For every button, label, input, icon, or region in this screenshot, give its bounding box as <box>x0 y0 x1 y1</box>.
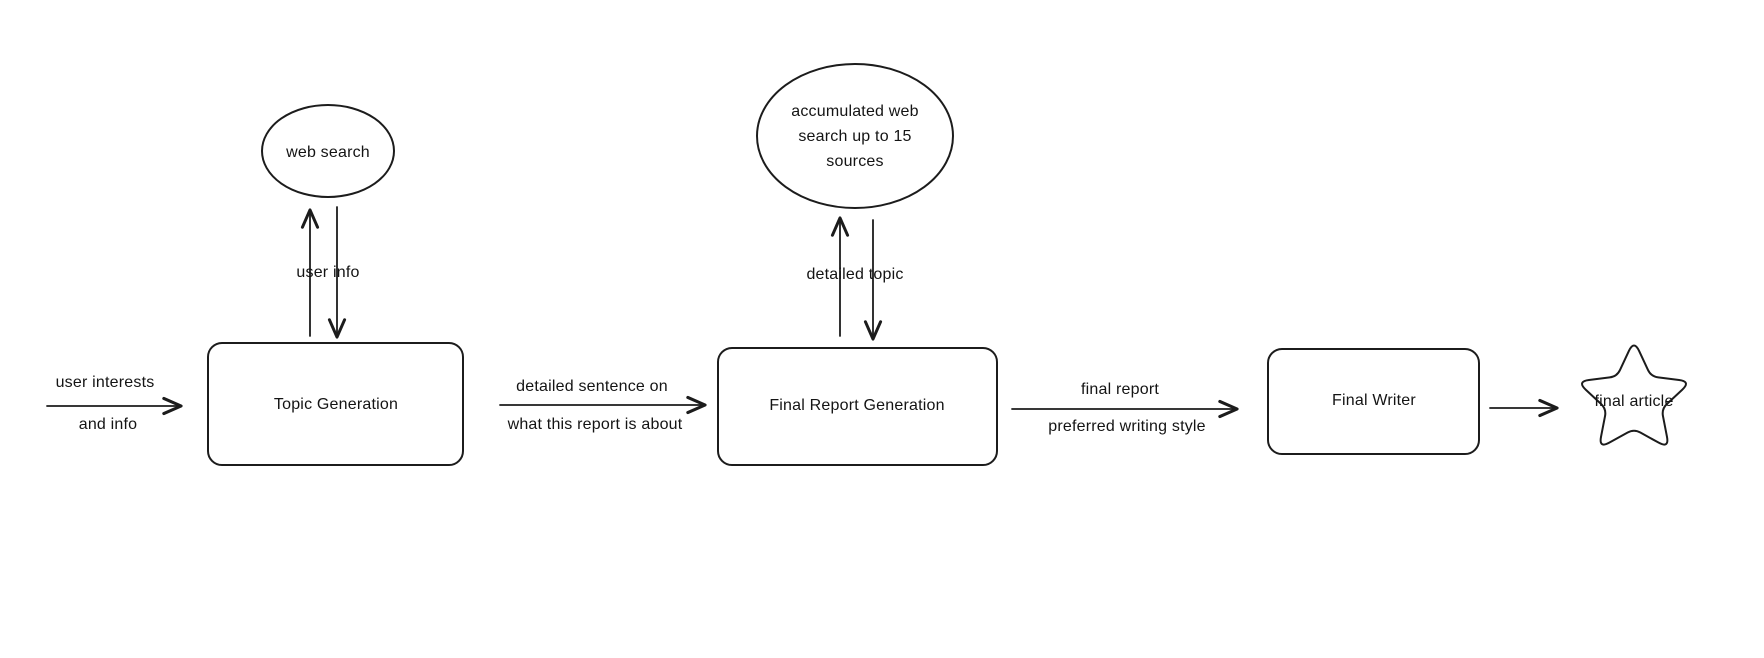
accumulated-search-label: accumulated web search up to 15 sources <box>791 102 919 170</box>
web-search-node <box>261 104 395 198</box>
topic-generation-node <box>207 342 464 466</box>
web-search-label: web search <box>286 144 370 161</box>
edge-label-and-info: and info <box>78 416 138 433</box>
final-report-generation-label: Final Report Generation <box>769 397 945 414</box>
final-article-star <box>1581 344 1687 446</box>
edge-label-detailed-sentence: detailed sentence on <box>516 378 668 395</box>
edge-label-final-report: final report <box>1081 381 1159 398</box>
final-writer-node <box>1267 348 1480 455</box>
edge-label-preferred-writing-style: preferred writing style <box>1048 418 1206 435</box>
edge-label-what-this-report: what this report is about <box>507 416 683 433</box>
edge-label-detailed-topic: detailed topic <box>806 266 904 283</box>
final-writer-label: Final Writer <box>1332 392 1416 409</box>
edge-label-user-interests: user interests <box>55 374 155 391</box>
edge-label-user-info: user info <box>296 264 360 281</box>
final-article-label: final article <box>1594 393 1674 410</box>
final-report-generation-node <box>717 347 998 466</box>
accumulated-search-node <box>756 63 954 209</box>
topic-generation-label: Topic Generation <box>273 396 399 413</box>
